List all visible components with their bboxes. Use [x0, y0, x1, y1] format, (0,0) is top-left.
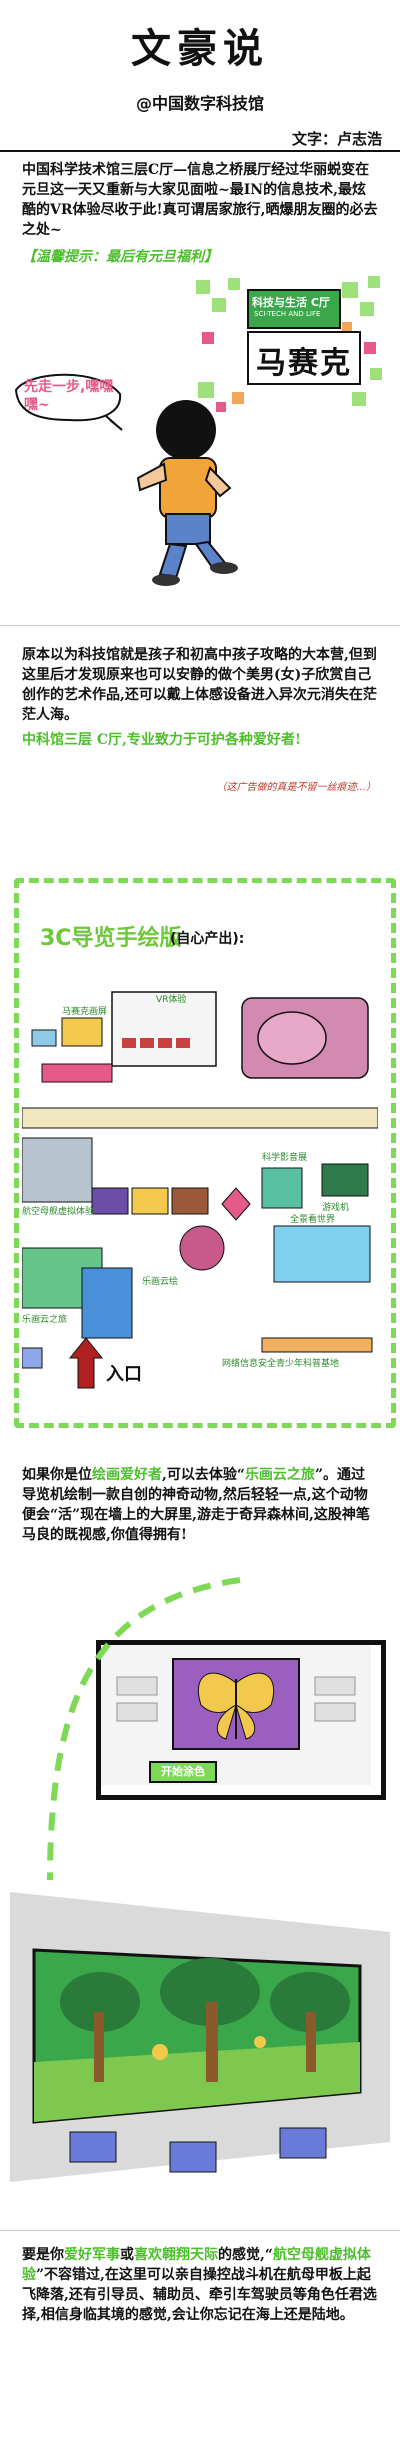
mosaic-panel-illustration	[192, 272, 388, 422]
section2-highlight: 中科馆三层 C厅,专业致力于可护各种爱好者!	[22, 732, 302, 748]
label-game: 游戏机	[322, 1203, 350, 1213]
sign-subtitle: SCI-TECH AND LIFE	[254, 310, 321, 318]
section4-divider	[0, 2230, 400, 2231]
page-subtitle: @中国数字科技馆	[135, 94, 264, 113]
section2-note: （这广告做的真是不留一丝痕迹...）	[216, 782, 376, 793]
map-title: 3C导览手绘版	[40, 926, 182, 951]
section4-highlight-flying: 喜欢翱翔天际	[134, 2247, 218, 2263]
section4-highlight-carrier: 航空母舰虚拟体验	[22, 2247, 371, 2283]
label-mosaic-screen: 马赛克画屏	[62, 1007, 108, 1017]
section2-divider	[0, 625, 400, 626]
speech-bubble-text: 先走一步,嘿嘿嘿~	[24, 379, 114, 413]
label-drone: 航空母舰虚拟体验	[22, 1207, 95, 1217]
label-vr: VR体验	[156, 995, 187, 1005]
guide-map-frame	[14, 878, 396, 1428]
guide-map: VR体验 马赛克画屏 科学影音展 航空母舰虚拟体验 乐画云之旅 乐画云绘 入口 …	[21, 968, 379, 1408]
page-title: 文豪说	[131, 26, 269, 72]
section3-paragraph: 如果你是位绘画爱好者,可以去体验“乐画云之旅”。通过导览机绘制一款自创的神奇动物…	[22, 1467, 370, 1543]
section3-highlight-exhibit: 乐画云之旅	[244, 1467, 315, 1483]
hand-drawn-map-illustration	[21, 991, 379, 1389]
map-subtitle: (自心产出):	[170, 931, 245, 947]
label-painting: 乐画云之旅	[22, 1315, 68, 1325]
header-divider	[0, 150, 400, 152]
label-entrance: 入口	[106, 1364, 142, 1385]
draw-screen: 开始涂色	[96, 1640, 386, 1800]
intro-tip: 【温馨提示：最后有元旦福利】	[22, 249, 218, 265]
section2-paragraph: 原本以为科技馆就是孩子和初高中孩子攻略的大本营,但到这里后才发现原来也可以安静的…	[22, 647, 377, 723]
label-world: 全景看世界	[290, 1215, 336, 1225]
section4-paragraph: 要是你爱好军事或喜欢翱翔天际的感觉,“航空母舰虚拟体验”不容错过,在这里可以亲自…	[22, 2247, 377, 2323]
exhibit-sign: 科技与生活 C厅 SCI-TECH AND LIFE 马赛克	[192, 272, 388, 422]
forest-room-illustration	[10, 1892, 390, 2182]
sign-title: 科技与生活 C厅	[252, 296, 330, 309]
section3-highlight-painter: 绘画爱好者	[92, 1467, 162, 1483]
intro-paragraph: 中国科学技术馆三层C厅—信息之桥展厅经过华丽蜕变在元旦这一天又重新与大家见面啦~…	[22, 162, 378, 238]
section4-highlight-military: 爱好军事	[64, 2247, 120, 2263]
start-coloring-button[interactable]: 开始涂色	[149, 1761, 217, 1783]
label-protect: 网络信息安全青少年科普基地	[222, 1359, 340, 1369]
butterfly-illustration	[101, 1645, 371, 1785]
comic-runner: 先走一步,嘿嘿嘿~	[10, 360, 260, 590]
label-draw: 乐画云绘	[142, 1277, 179, 1287]
sign-mosaic-text: 马赛克	[256, 346, 352, 381]
running-man-illustration	[14, 373, 238, 586]
dashed-arc-decoration	[47, 1577, 241, 1881]
label-music: 科学影音展	[262, 1153, 308, 1163]
author-credit: 文字：卢志浩	[291, 130, 382, 148]
forest-room-scene	[10, 1892, 390, 2182]
